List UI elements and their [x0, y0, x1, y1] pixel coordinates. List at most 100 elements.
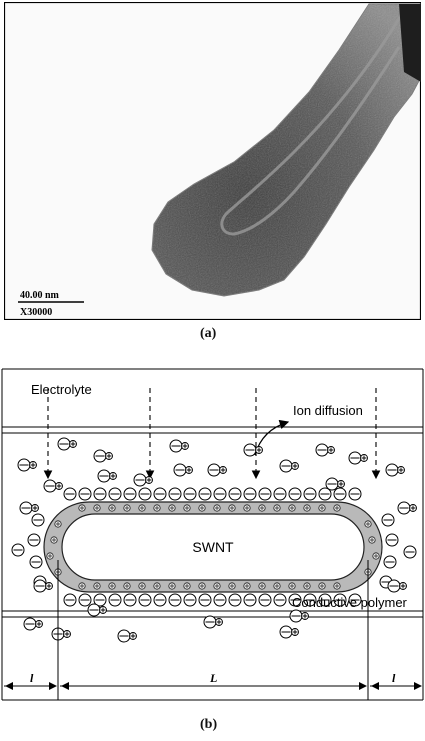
cation-symbol: [100, 607, 107, 614]
anion-symbol: [229, 594, 241, 606]
anion-symbol: [98, 470, 110, 482]
anion-symbol: [214, 594, 226, 606]
anion-symbol: [386, 534, 398, 546]
anion-symbol: [316, 444, 328, 456]
polymer-charge-site: [47, 553, 53, 559]
polymer-charge-site: [274, 505, 280, 511]
anion-symbol: [214, 488, 226, 500]
polymer-charge-site: [184, 505, 190, 511]
anion-symbol: [94, 450, 106, 462]
cation-symbol: [46, 583, 53, 590]
anion-symbol: [118, 630, 130, 642]
anion-symbol: [64, 488, 76, 500]
dimension-right-label: l: [392, 671, 396, 685]
anion-symbol: [44, 480, 56, 492]
polymer-charge-site: [229, 505, 235, 511]
dimension-middle-label: L: [209, 671, 217, 685]
polymer-charge-site: [109, 505, 115, 511]
cation-symbol: [106, 453, 113, 460]
anion-symbol: [274, 594, 286, 606]
polymer-charge-site: [109, 583, 115, 589]
ion-diffusion-label: Ion diffusion: [293, 403, 363, 418]
polymer-charge-site: [319, 583, 325, 589]
anion-symbol: [244, 444, 256, 456]
anion-symbol: [34, 580, 46, 592]
cation-symbol: [186, 467, 193, 474]
anion-symbol: [204, 616, 216, 628]
anion-symbol: [58, 438, 70, 450]
polymer-charge-site: [94, 505, 100, 511]
anion-symbol: [184, 594, 196, 606]
caption-b: (b): [200, 717, 217, 733]
conductive-polymer-label: Conductive polymer: [292, 595, 408, 610]
anion-symbol: [229, 488, 241, 500]
diffusion-schematic: Electrolyte Ion diffusion SWNT Conductiv…: [0, 362, 425, 712]
anion-symbol: [386, 464, 398, 476]
cation-symbol: [361, 455, 368, 462]
polymer-charge-site: [319, 505, 325, 511]
anion-symbol: [169, 488, 181, 500]
anion-symbol: [79, 594, 91, 606]
anion-symbol: [124, 488, 136, 500]
anion-symbol: [259, 594, 271, 606]
polymer-charge-site: [169, 583, 175, 589]
polymer-charge-site: [214, 505, 220, 511]
anion-symbol: [169, 594, 181, 606]
polymer-charge-site: [365, 521, 371, 527]
polymer-charge-site: [229, 583, 235, 589]
anion-symbol: [20, 502, 32, 514]
anion-symbol: [404, 546, 416, 558]
anion-symbol: [199, 488, 211, 500]
polymer-charge-site: [373, 553, 379, 559]
scale-bar-value: 40.00 nm: [20, 290, 60, 301]
anion-symbol: [290, 610, 302, 622]
cation-symbol: [398, 467, 405, 474]
cation-symbol: [56, 483, 63, 490]
anion-symbol: [170, 440, 182, 452]
cation-symbol: [220, 467, 227, 474]
anion-symbol: [208, 464, 220, 476]
anion-symbol: [109, 594, 121, 606]
swnt-label: SWNT: [192, 539, 234, 555]
polymer-charge-site: [94, 583, 100, 589]
anion-symbol: [139, 594, 151, 606]
anion-symbol: [24, 618, 36, 630]
anion-symbol: [280, 626, 292, 638]
polymer-charge-site: [169, 505, 175, 511]
anion-symbol: [28, 534, 40, 546]
polymer-charge-site: [259, 583, 265, 589]
polymer-charge-site: [244, 505, 250, 511]
anion-symbol: [388, 580, 400, 592]
anion-symbol: [259, 488, 271, 500]
tem-micrograph: 40.00 nm X30000: [4, 2, 421, 320]
magnification-label: X30000: [20, 307, 52, 318]
cation-symbol: [338, 481, 345, 488]
cation-symbol: [292, 463, 299, 470]
polymer-charge-site: [304, 505, 310, 511]
anion-symbol: [134, 474, 146, 486]
cation-symbol: [410, 505, 417, 512]
anion-symbol: [349, 452, 361, 464]
cation-symbol: [302, 613, 309, 620]
polymer-charge-site: [199, 505, 205, 511]
polymer-charge-site: [334, 583, 340, 589]
anion-symbol: [139, 488, 151, 500]
cation-symbol: [70, 441, 77, 448]
polymer-charge-site: [334, 505, 340, 511]
anion-symbol: [398, 502, 410, 514]
polymer-charge-site: [244, 583, 250, 589]
anion-symbol: [32, 514, 44, 526]
cation-symbol: [328, 447, 335, 454]
cation-symbol: [30, 462, 37, 469]
anion-symbol: [174, 464, 186, 476]
polymer-charge-site: [154, 583, 160, 589]
polymer-charge-site: [51, 537, 57, 543]
polymer-charge-site: [259, 505, 265, 511]
anion-symbol: [274, 488, 286, 500]
polymer-charge-site: [139, 505, 145, 511]
cation-symbol: [64, 631, 71, 638]
cation-symbol: [400, 583, 407, 590]
polymer-charge-site: [124, 583, 130, 589]
anion-symbol: [199, 594, 211, 606]
anion-symbol: [384, 556, 396, 568]
